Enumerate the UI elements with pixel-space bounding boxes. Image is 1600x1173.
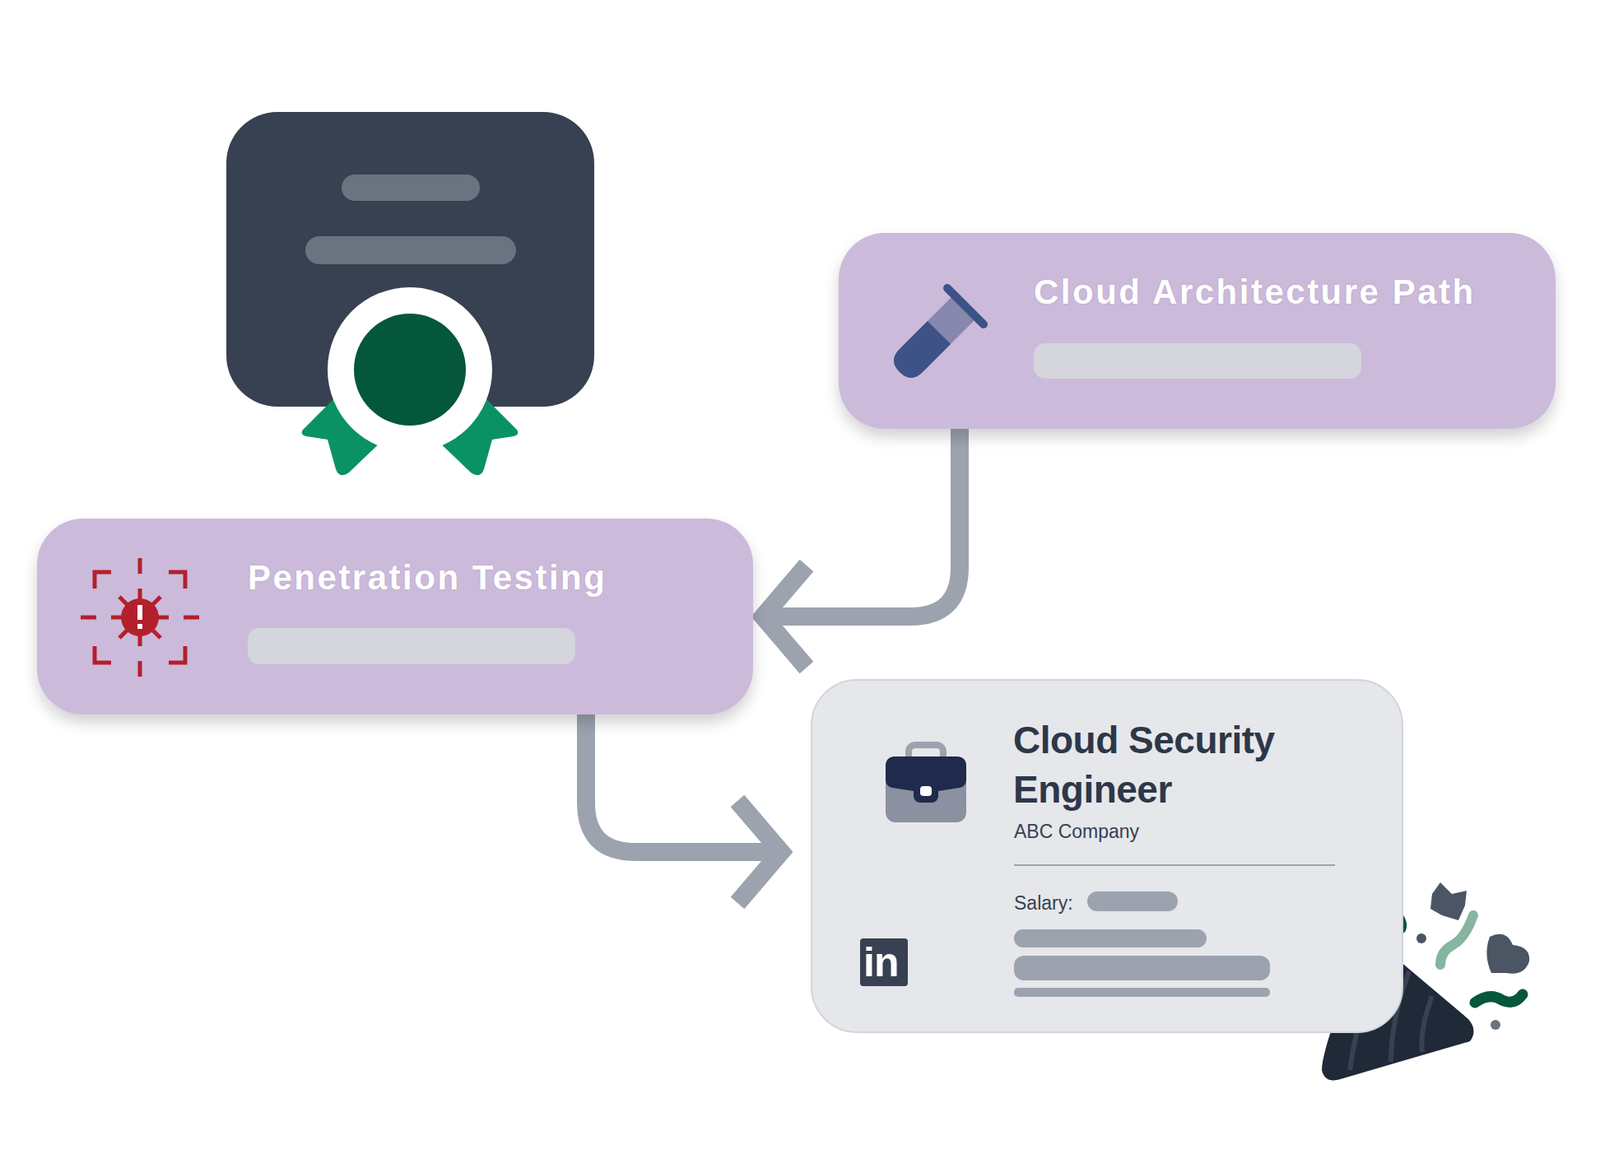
progress-bar	[1033, 343, 1362, 379]
arrowhead	[762, 565, 807, 668]
detail-bar	[1013, 929, 1207, 948]
briefcase-icon	[880, 738, 972, 829]
linkedin-logo: in	[860, 938, 908, 987]
salary-label: Salary:	[1013, 892, 1074, 915]
virus-target-icon	[78, 555, 202, 680]
arrowhead	[737, 800, 782, 903]
certificate-illustration	[226, 111, 595, 475]
company-name: ABC Company	[1013, 820, 1140, 843]
detail-bar	[1013, 955, 1270, 981]
detail-bar	[1013, 987, 1270, 997]
job-title: Cloud Security Engineer	[1013, 715, 1318, 814]
logo-text: in	[863, 939, 898, 986]
path-title: Cloud Architecture Path	[1033, 272, 1476, 312]
salary-bar	[1087, 891, 1178, 912]
path-box: Cloud Architecture Path	[838, 232, 1556, 429]
path-title: Penetration Testing	[247, 558, 607, 598]
connector-arrow	[762, 428, 960, 668]
divider	[1013, 864, 1335, 866]
test-tube-icon	[879, 269, 996, 394]
progress-bar	[247, 627, 576, 665]
connector-arrow	[586, 714, 782, 903]
path-box: Penetration Testing	[37, 518, 754, 715]
